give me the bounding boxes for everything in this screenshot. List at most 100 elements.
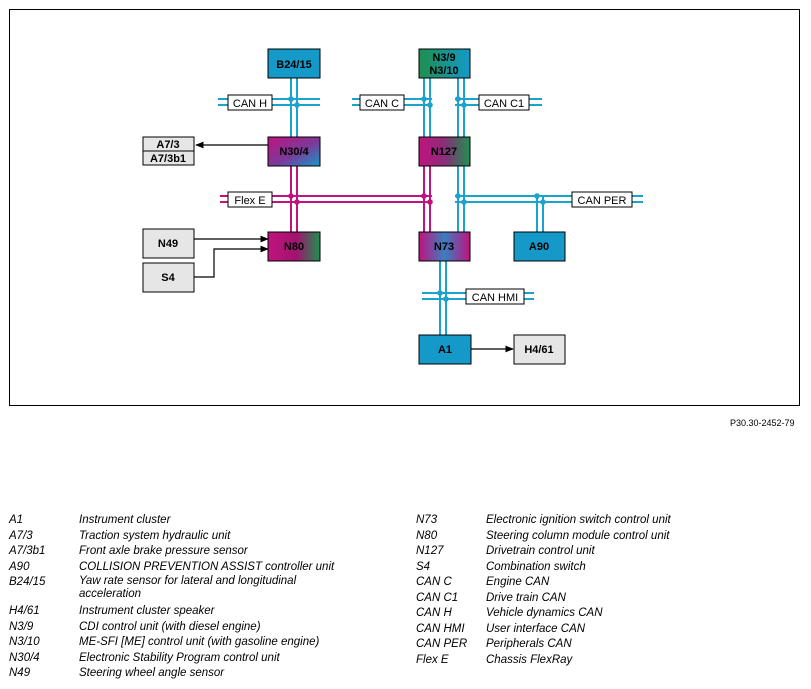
node-n80: N80	[267, 231, 321, 262]
svg-text:S4: S4	[161, 272, 175, 284]
legend-description: Drivetrain control unit	[486, 545, 595, 557]
svg-text:CAN C: CAN C	[365, 98, 399, 110]
legend-row: A1 Instrument cluster	[9, 513, 354, 529]
legend-row: A7/3 Traction system hydraulic unit	[9, 529, 354, 545]
junction-dots	[288, 96, 546, 302]
legend-code: N73	[416, 514, 438, 526]
legend-description: CDI control unit (with diesel engine)	[79, 620, 261, 633]
legend-code: N49	[9, 667, 31, 679]
legend-row: N30/4 Electronic Stability Program contro…	[9, 651, 354, 667]
legend-description: Instrument cluster speaker	[79, 605, 215, 617]
legend-description: Steering column module control unit	[486, 529, 670, 542]
legend-description: Electronic ignition switch control unit	[486, 514, 671, 526]
legend-description: Combination switch	[486, 560, 586, 573]
svg-text:N49: N49	[158, 238, 178, 250]
legend-row: N80 Steering column module control unit	[416, 529, 761, 545]
legend-description: ME-SFI [ME] control unit (with gasoline …	[79, 636, 320, 648]
svg-text:Flex E: Flex E	[234, 195, 265, 207]
legend-code: A90	[9, 560, 30, 573]
svg-text:H4/61: H4/61	[524, 344, 553, 356]
node-n49: N49	[142, 228, 195, 259]
svg-text:N80: N80	[284, 241, 304, 253]
bus-label-can-c1: CAN C1	[478, 94, 530, 111]
legend-row: N127 Drivetrain control unit	[416, 544, 761, 560]
node-a1: A1	[418, 334, 472, 365]
legend-code: N80	[416, 529, 438, 542]
legend-code: B24/15	[9, 576, 46, 588]
network-diagram: CAN H CAN C CAN C1 Flex E CAN PER CAN HM…	[142, 48, 643, 365]
legend-row: A90 COLLISION PREVENTION ASSIST controlle…	[9, 560, 354, 576]
legend-code: A7/3b1	[9, 545, 46, 557]
node-h4-61: H4/61	[513, 334, 566, 365]
legend-row: A7/3b1 Front axle brake pressure sensor	[9, 544, 354, 560]
legend-code: CAN H	[416, 607, 452, 619]
legend-code: CAN C1	[416, 591, 459, 604]
legend-row: N73 Electronic ignition switch control un…	[416, 513, 761, 529]
legend-code: S4	[416, 560, 431, 573]
legend-description: Instrument cluster	[79, 514, 171, 526]
legend-row: H4/61 Instrument cluster speaker	[9, 604, 354, 620]
legend-description: Vehicle dynamics CAN	[486, 607, 603, 619]
legend-description: Front axle brake pressure sensor	[79, 545, 248, 557]
bus-label-can-h: CAN H	[227, 94, 273, 111]
svg-text:N127: N127	[431, 146, 457, 158]
bus-label-can-per: CAN PER	[571, 191, 633, 208]
legend-row: N49 Steering wheel angle sensor	[9, 666, 354, 682]
legend-code: N3/9	[9, 620, 34, 633]
legend-description: Steering wheel angle sensor	[79, 667, 225, 679]
node-a7-3b1: A7/3b1	[142, 150, 195, 166]
svg-text:A7/3b1: A7/3b1	[150, 153, 186, 165]
legend-right: N73 Electronic ignition switch control un…	[416, 513, 761, 668]
legend-row: CAN C Engine CAN	[416, 575, 761, 591]
svg-text:CAN C1: CAN C1	[484, 98, 524, 110]
legend-code: CAN HMI	[416, 622, 465, 635]
legend-description: Yaw rate sensor for lateral and longitud…	[79, 575, 297, 600]
diagram-frame	[9, 9, 800, 406]
legend-row: CAN C1 Drive train CAN	[416, 591, 761, 607]
legend-description: Engine CAN	[486, 576, 550, 588]
bus-label-can-hmi: CAN HMI	[465, 288, 525, 305]
legend-description: Drive train CAN	[486, 591, 566, 604]
legend-description: Peripherals CAN	[486, 638, 572, 650]
svg-text:CAN HMI: CAN HMI	[472, 292, 518, 304]
legend-description: COLLISION PREVENTION ASSIST controller u…	[79, 560, 335, 573]
svg-text:N3/10: N3/10	[429, 65, 458, 77]
svg-text:A90: A90	[529, 241, 549, 253]
node-a90: A90	[513, 231, 566, 262]
bus-label-can-c: CAN C	[359, 94, 405, 111]
legend-description: Electronic Stability Program control uni…	[79, 651, 280, 664]
legend-code: A7/3	[9, 529, 33, 542]
legend-code: A1	[9, 514, 24, 526]
legend-row: Flex E Chassis FlexRay	[416, 653, 761, 669]
svg-text:N3/9: N3/9	[432, 52, 455, 64]
legend-description: Chassis FlexRay	[486, 653, 573, 666]
legend-code: Flex E	[416, 653, 449, 666]
connection-arrows	[194, 141, 514, 353]
legend-code: CAN PER	[416, 638, 468, 650]
legend-description: User interface CAN	[486, 622, 586, 635]
legend-row: N3/9 CDI control unit (with diesel engine…	[9, 620, 354, 636]
legend-description: Traction system hydraulic unit	[79, 529, 231, 542]
legend-code: N30/4	[9, 651, 40, 664]
svg-text:CAN PER: CAN PER	[578, 195, 627, 207]
svg-text:N30/4: N30/4	[279, 146, 309, 158]
legend-code: N127	[416, 545, 444, 557]
legend-row: S4 Combination switch	[416, 560, 761, 576]
node-n127: N127	[418, 136, 471, 167]
legend-code: CAN C	[416, 576, 452, 588]
svg-text:B24/15: B24/15	[276, 59, 311, 71]
node-a7-3: A7/3	[142, 136, 195, 152]
legend-row: CAN H Vehicle dynamics CAN	[416, 606, 761, 622]
node-s4: S4	[142, 262, 195, 293]
legend-code: H4/61	[9, 605, 40, 617]
svg-text:A7/3: A7/3	[156, 139, 179, 151]
bus-label-flex-e: Flex E	[227, 191, 273, 208]
svg-text:CAN H: CAN H	[233, 98, 267, 110]
svg-text:A1: A1	[438, 344, 452, 356]
legend-row: CAN HMI User interface CAN	[416, 622, 761, 638]
legend-row: B24/15 Yaw rate sensor for lateral and lo…	[9, 575, 354, 604]
figure-id: P30.30-2452-79	[730, 418, 795, 428]
legend-row: CAN PER Peripherals CAN	[416, 637, 761, 653]
